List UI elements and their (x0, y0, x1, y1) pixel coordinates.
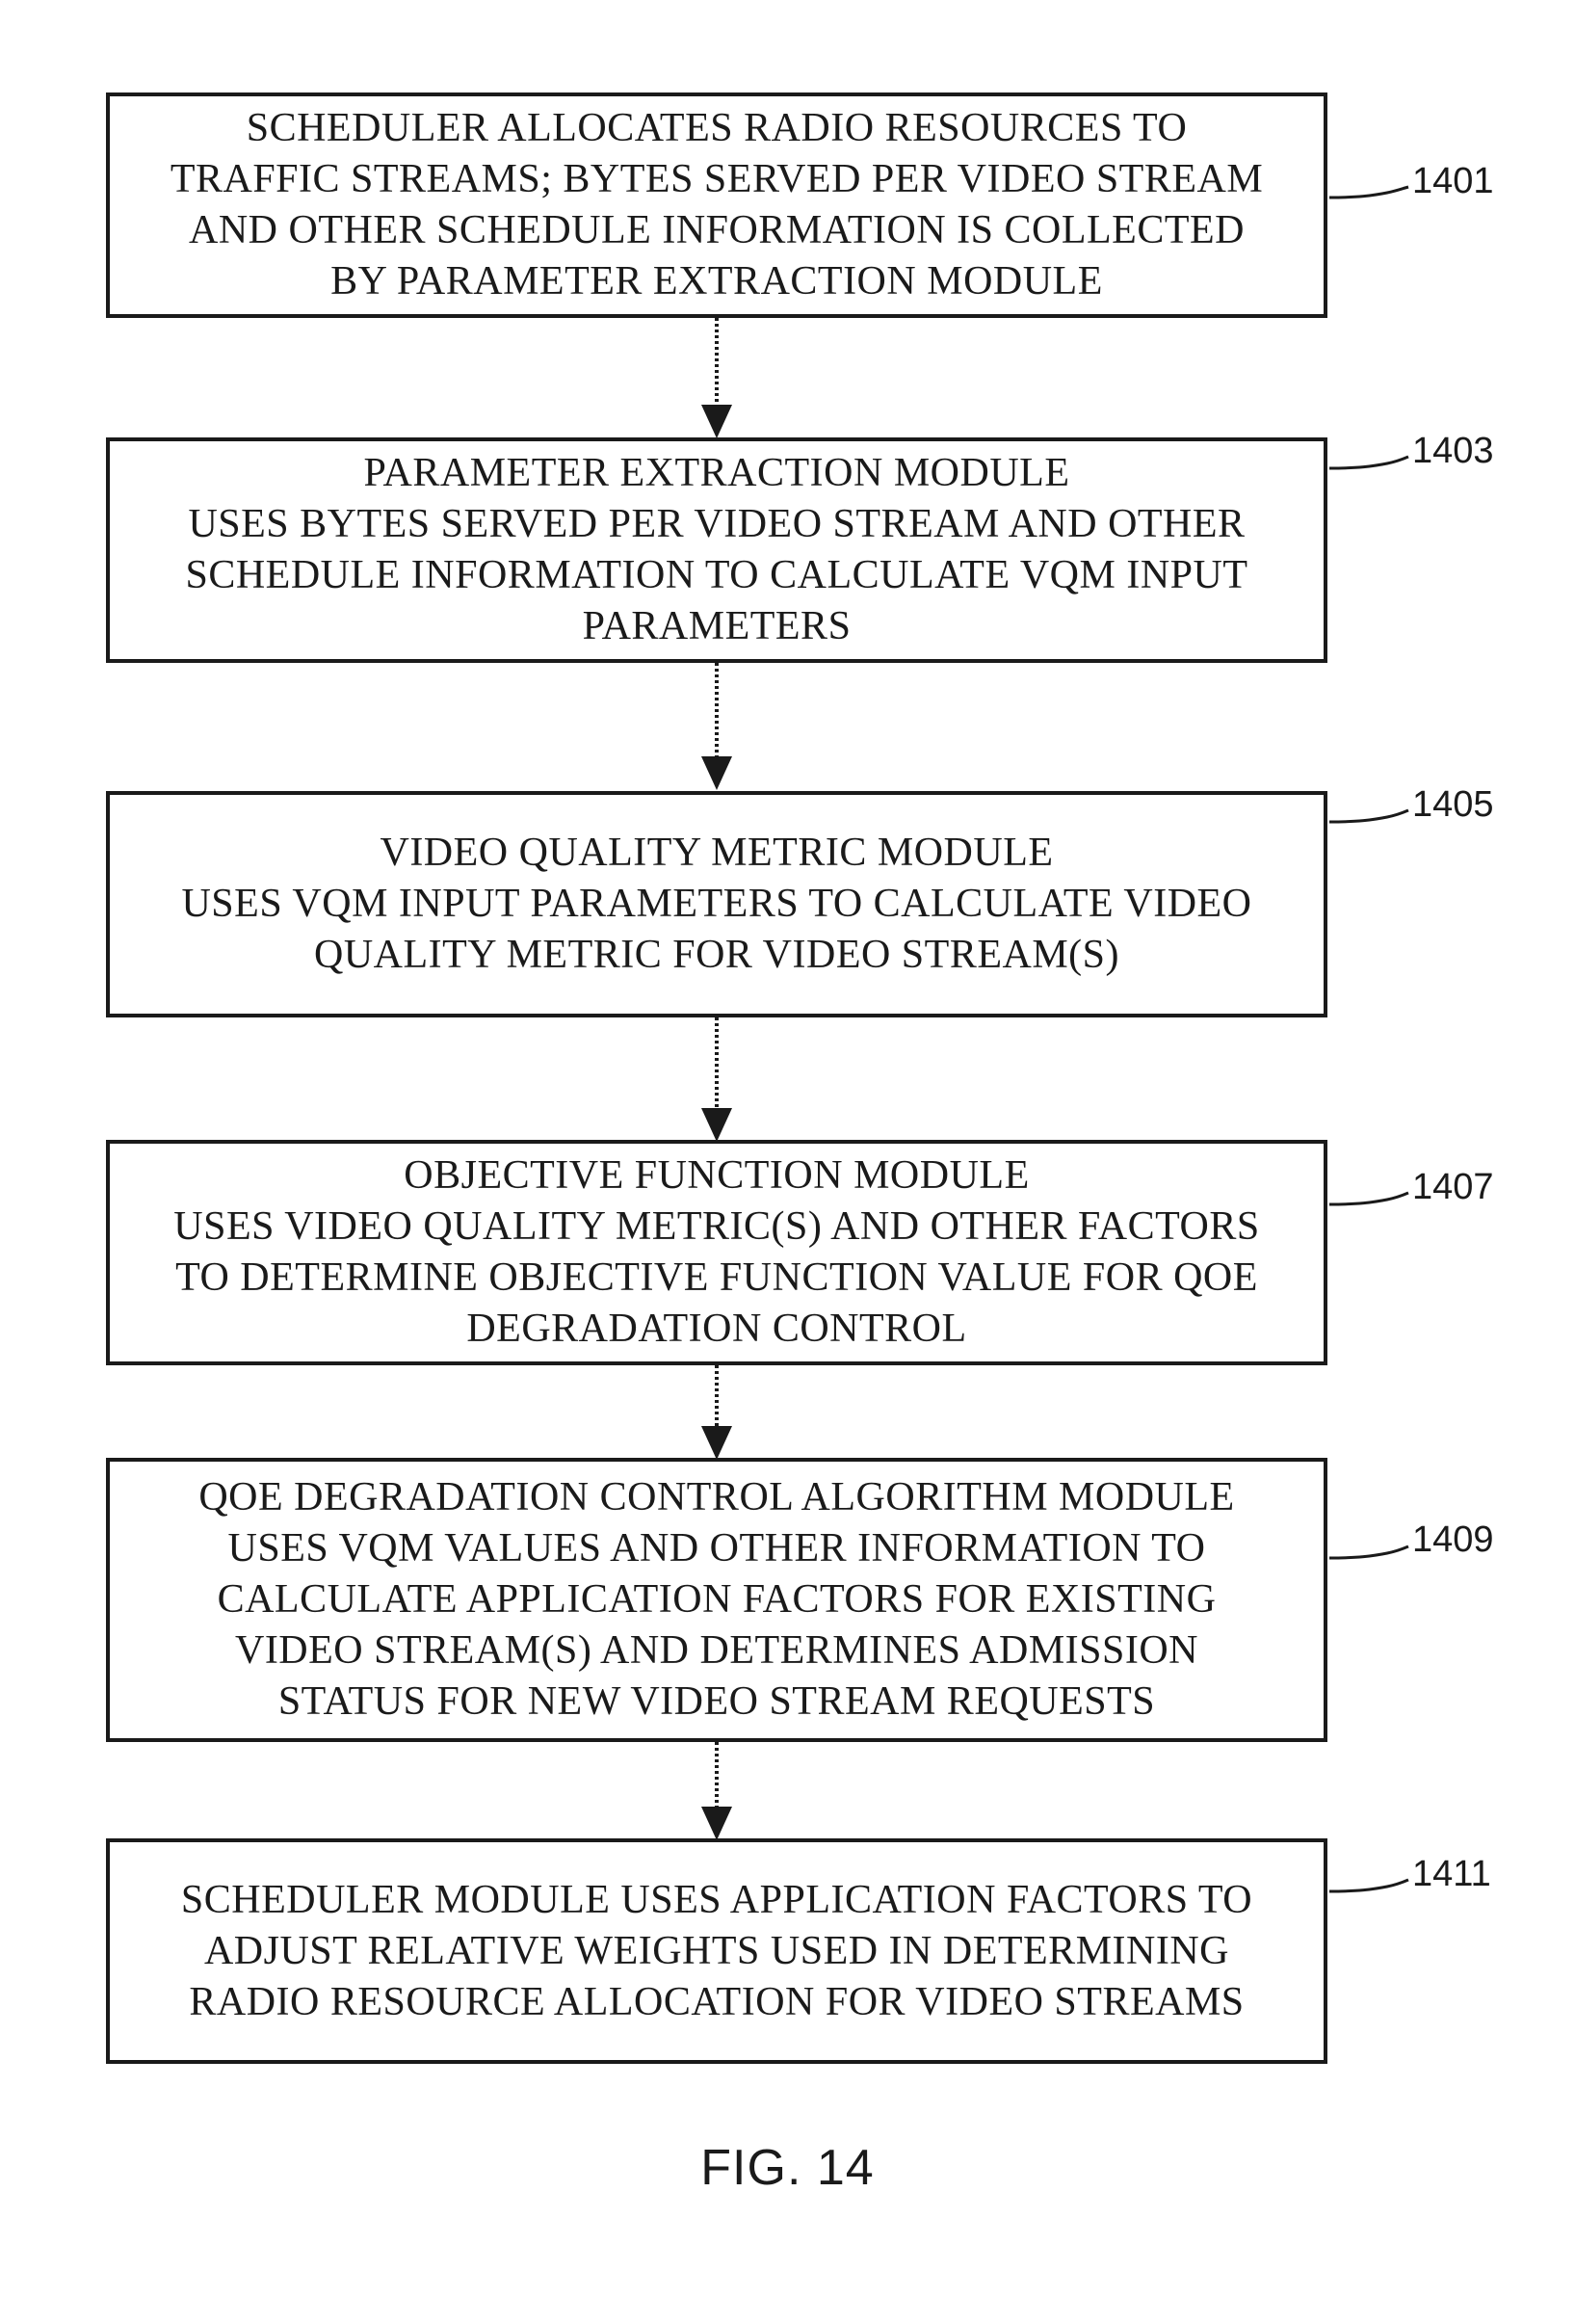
step-box-1405: VIDEO QUALITY METRIC MODULE USES VQM INP… (106, 791, 1327, 1017)
step-text-line: BY PARAMETER EXTRACTION MODULE (330, 256, 1103, 307)
step-text-line: PARAMETER EXTRACTION MODULE (364, 448, 1070, 499)
step-text-line: VIDEO STREAM(S) AND DETERMINES ADMISSION (235, 1625, 1198, 1677)
step-text-line: SCHEDULER MODULE USES APPLICATION FACTOR… (181, 1875, 1252, 1926)
leader-line-1411 (1329, 1880, 1408, 1891)
step-ref-1407: 1407 (1412, 1168, 1494, 1206)
step-text-line: USES VIDEO QUALITY METRIC(S) AND OTHER F… (173, 1202, 1260, 1253)
leader-line-1407 (1329, 1193, 1408, 1204)
step-text-line: AND OTHER SCHEDULE INFORMATION IS COLLEC… (189, 205, 1245, 256)
step-text-line: OBJECTIVE FUNCTION MODULE (404, 1150, 1029, 1202)
step-text-line: PARAMETERS (583, 601, 852, 652)
step-text-line: QUALITY METRIC FOR VIDEO STREAM(S) (314, 930, 1119, 981)
step-ref-1411: 1411 (1412, 1855, 1491, 1893)
step-ref-1405: 1405 (1412, 785, 1494, 824)
step-box-1403: PARAMETER EXTRACTION MODULE USES BYTES S… (106, 437, 1327, 663)
step-text-line: USES BYTES SERVED PER VIDEO STREAM AND O… (188, 499, 1245, 550)
leader-line-1405 (1329, 810, 1408, 822)
figure-label: FIG. 14 (0, 2139, 1575, 2197)
step-box-1411: SCHEDULER MODULE USES APPLICATION FACTOR… (106, 1838, 1327, 2064)
step-text-line: TRAFFIC STREAMS; BYTES SERVED PER VIDEO … (171, 154, 1263, 205)
leader-line-1409 (1329, 1546, 1408, 1558)
step-text-line: STATUS FOR NEW VIDEO STREAM REQUESTS (278, 1677, 1155, 1728)
arrow-1401-to-1403 (701, 318, 732, 438)
step-box-1409: QOE DEGRADATION CONTROL ALGORITHM MODULE… (106, 1458, 1327, 1742)
step-ref-1403: 1403 (1412, 432, 1494, 470)
leader-line-1403 (1329, 457, 1408, 468)
step-text-line: TO DETERMINE OBJECTIVE FUNCTION VALUE FO… (175, 1253, 1258, 1304)
leader-line-1401 (1329, 187, 1408, 198)
step-text-line: DEGRADATION CONTROL (466, 1304, 966, 1355)
step-ref-1401: 1401 (1412, 162, 1494, 200)
step-text-line: SCHEDULE INFORMATION TO CALCULATE VQM IN… (185, 550, 1247, 601)
arrow-1405-to-1407 (701, 1017, 732, 1142)
arrow-1407-to-1409 (701, 1365, 732, 1460)
arrow-1409-to-1411 (701, 1742, 732, 1840)
step-text-line: RADIO RESOURCE ALLOCATION FOR VIDEO STRE… (189, 1977, 1244, 2028)
step-text-line: QOE DEGRADATION CONTROL ALGORITHM MODULE (198, 1472, 1234, 1523)
step-ref-1409: 1409 (1412, 1520, 1494, 1559)
step-text-line: ADJUST RELATIVE WEIGHTS USED IN DETERMIN… (204, 1926, 1229, 1977)
step-text-line: CALCULATE APPLICATION FACTORS FOR EXISTI… (218, 1574, 1217, 1625)
step-text-line: USES VQM VALUES AND OTHER INFORMATION TO (228, 1523, 1206, 1574)
step-box-1401: SCHEDULER ALLOCATES RADIO RESOURCES TO T… (106, 92, 1327, 318)
step-box-1407: OBJECTIVE FUNCTION MODULE USES VIDEO QUA… (106, 1140, 1327, 1365)
arrow-1403-to-1405 (701, 663, 732, 790)
step-text-line: SCHEDULER ALLOCATES RADIO RESOURCES TO (247, 103, 1188, 154)
step-text-line: VIDEO QUALITY METRIC MODULE (380, 828, 1053, 879)
step-text-line: USES VQM INPUT PARAMETERS TO CALCULATE V… (181, 879, 1251, 930)
